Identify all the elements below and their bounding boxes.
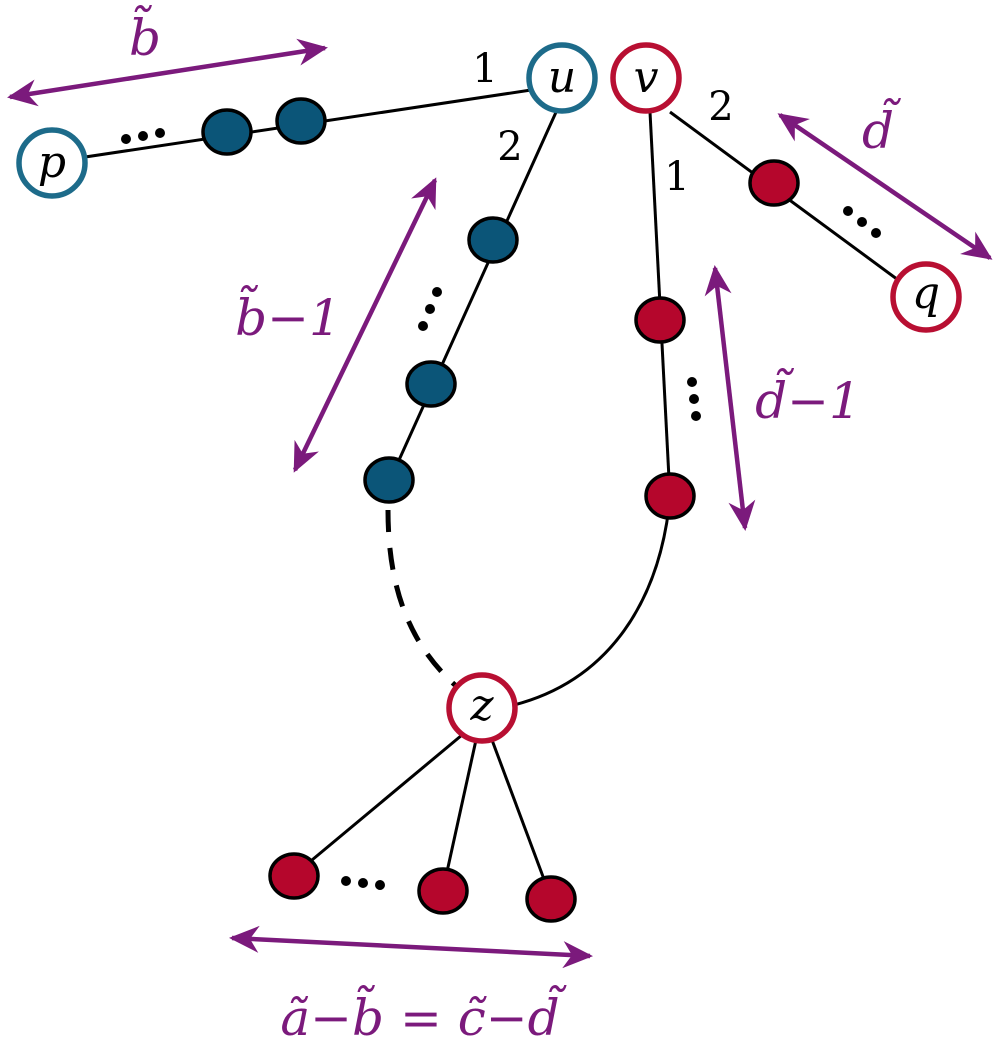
node-blue-p-path-2 xyxy=(275,97,327,145)
node-red-z-path-2 xyxy=(644,472,696,520)
arrow-d-minus-1 xyxy=(704,265,756,531)
edge-u-to-z-path xyxy=(388,109,559,481)
node-red-z-path-1 xyxy=(634,296,686,344)
node-z: z xyxy=(446,672,518,744)
arrow-d xyxy=(777,113,993,260)
arrow-bottom xyxy=(229,925,593,969)
arrow-b xyxy=(7,38,328,107)
node-z-label: z xyxy=(469,680,494,731)
node-v: v xyxy=(610,42,682,114)
edge-z-curve xyxy=(513,497,672,707)
edge-label-u-z: 2 xyxy=(497,124,522,170)
node-blue-p-path-1 xyxy=(201,108,253,156)
node-p-label: p xyxy=(38,137,66,188)
node-p: p xyxy=(16,127,88,199)
node-u-label: u xyxy=(548,52,576,103)
ellipsis-u-z-path xyxy=(418,287,442,331)
edge-z-to-leaf-mid xyxy=(441,739,478,891)
ellipsis-v-z-path xyxy=(687,377,701,421)
edge-label-v-z: 1 xyxy=(664,154,689,200)
node-red-leaf-right xyxy=(525,875,577,923)
node-red-leaf-mid xyxy=(417,867,469,915)
label-d: d̃ xyxy=(862,98,901,160)
node-q-label: q xyxy=(912,268,940,319)
ellipsis-leaves xyxy=(341,876,385,890)
label-b: b̃ xyxy=(129,5,161,67)
node-blue-z-path-1 xyxy=(467,216,519,264)
label-d-minus-1: d̃−1 xyxy=(755,368,861,430)
node-blue-z-path-3 xyxy=(363,456,415,504)
edges xyxy=(51,88,906,899)
node-v-label: v xyxy=(634,52,659,103)
edge-z-to-leaf-right xyxy=(490,739,553,899)
ellipsis-q-path xyxy=(843,206,881,238)
dimension-arrows xyxy=(7,38,993,969)
edge-z-dashed-path xyxy=(385,509,457,687)
edge-z-to-leaf-left xyxy=(293,733,463,877)
ellipsis-p-path xyxy=(121,128,165,144)
label-bottom-equation: ã−b̃ = c̃−d̃ xyxy=(280,985,567,1045)
edge-label-u-p: 1 xyxy=(472,46,497,92)
edge-label-v-q: 2 xyxy=(708,84,733,130)
label-b-minus-1: b̃−1 xyxy=(235,285,341,347)
filled-nodes xyxy=(201,97,800,923)
node-u: u xyxy=(526,42,598,114)
node-red-leaf-left xyxy=(268,852,320,900)
node-blue-z-path-2 xyxy=(405,360,457,408)
arrow-b-minus-1 xyxy=(292,177,438,473)
node-q: q xyxy=(890,261,962,333)
node-red-q-path-1 xyxy=(748,159,800,207)
